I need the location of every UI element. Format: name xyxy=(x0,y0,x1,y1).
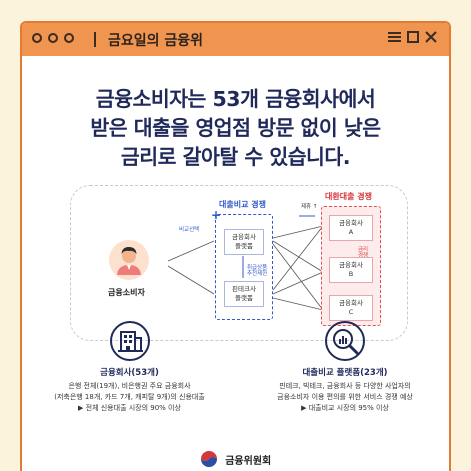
compare-select-label: 비교선택 xyxy=(179,227,200,233)
description-line: 은행 전체(19개), 비은행권 주요 금융회사 xyxy=(68,382,191,390)
window-title: 금요일의 금융위 xyxy=(108,33,204,49)
window-dot[interactable] xyxy=(48,33,58,43)
financial-companies-title: 금융회사(53개) xyxy=(100,368,159,378)
headline-line: 받은 대출을 영업점 방문 없이 낮은 xyxy=(90,116,381,140)
window-dots xyxy=(32,33,74,43)
provide-label: 제휴 ↑ xyxy=(301,204,318,210)
headline-line: 금리로 갈아탈 수 있습니다. xyxy=(120,145,351,169)
close-icon[interactable] xyxy=(425,31,437,43)
consumer-avatar-icon xyxy=(109,240,149,280)
refinance-diagram: 금융소비자 비교선택 대출비교 경쟁 제휴 ↑ + 금융회사 플랫폼 취급상품 … xyxy=(70,185,408,341)
company-c-card: 금융회사 C xyxy=(329,295,373,321)
description-line: 금융소비자 이용 편의를 위한 서비스 경쟁 예상 xyxy=(277,393,413,401)
financial-platform-card: 금융회사 플랫폼 xyxy=(224,229,264,255)
building-icon xyxy=(109,321,150,361)
description-line: ▶ 전체 신용대출 시장의 90% 이상 xyxy=(78,404,181,412)
menu-icon[interactable] xyxy=(388,31,401,43)
title-bar: 금요일의 금융위 xyxy=(22,23,449,56)
maximize-icon[interactable] xyxy=(407,31,419,43)
headline: 금융소비자는 53개 금융회사에서 받은 대출을 영업점 방문 없이 낮은 금리… xyxy=(22,85,449,172)
platforms-title: 대출비교 플랫폼(23개) xyxy=(302,368,388,378)
footer: 금융위원회 xyxy=(22,450,449,468)
window-controls xyxy=(388,31,437,43)
headline-line: 금융소비자는 53개 금융회사에서 xyxy=(95,87,376,111)
title-separator xyxy=(94,32,96,47)
window-dot[interactable] xyxy=(32,33,42,43)
platforms-description: 핀테크, 빅테크, 금융회사 등 다양한 사업자의 금융소비자 이용 편의를 위… xyxy=(237,381,449,414)
description-line: (저축은행 18개, 카드 7개, 캐피탈 9개)의 신용대출 xyxy=(54,393,205,401)
window-dot[interactable] xyxy=(64,33,74,43)
loan-compare-title: 대출비교 경쟁 xyxy=(219,200,266,209)
rate-competition-note: 금리 경쟁 xyxy=(358,247,369,259)
description-line: 핀테크, 빅테크, 금융회사 등 다양한 사업자의 xyxy=(279,382,411,390)
description-line: ▶ 대출비교 시장의 95% 이상 xyxy=(301,404,389,412)
company-b-card: 금융회사 B xyxy=(329,257,373,283)
fintech-platform-card: 핀테크사 플랫폼 xyxy=(224,281,264,307)
magnifier-chart-icon xyxy=(325,321,365,361)
financial-companies-section: 금융회사(53개) 은행 전체(19개), 비은행권 주요 금융회사 (저축은행… xyxy=(22,321,237,414)
refinance-box: 금융회사 A 금리 경쟁 금융회사 B 금융회사 C xyxy=(321,206,381,326)
window: 금요일의 금융위 금융소비자는 53개 금융회사에서 받은 대출을 영업점 방문… xyxy=(20,21,451,471)
company-a-card: 금융회사 A xyxy=(329,215,373,241)
platforms-section: 대출비교 플랫폼(23개) 핀테크, 빅테크, 금융회사 등 다양한 사업자의 … xyxy=(237,321,449,414)
loan-compare-box: + 금융회사 플랫폼 취급상품 추천제한 핀테크사 플랫폼 xyxy=(211,208,273,320)
plus-icon: + xyxy=(211,208,222,222)
financial-companies-description: 은행 전체(19개), 비은행권 주요 금융회사 (저축은행 18개, 카드 7… xyxy=(22,381,237,414)
org-name: 금융위원회 xyxy=(225,456,272,467)
consumer-label: 금융소비자 xyxy=(108,288,145,297)
fsc-logo-icon xyxy=(200,450,217,468)
product-info-note: 취급상품 추천제한 xyxy=(247,265,268,277)
refinance-title: 대환대출 경쟁 xyxy=(325,192,372,201)
